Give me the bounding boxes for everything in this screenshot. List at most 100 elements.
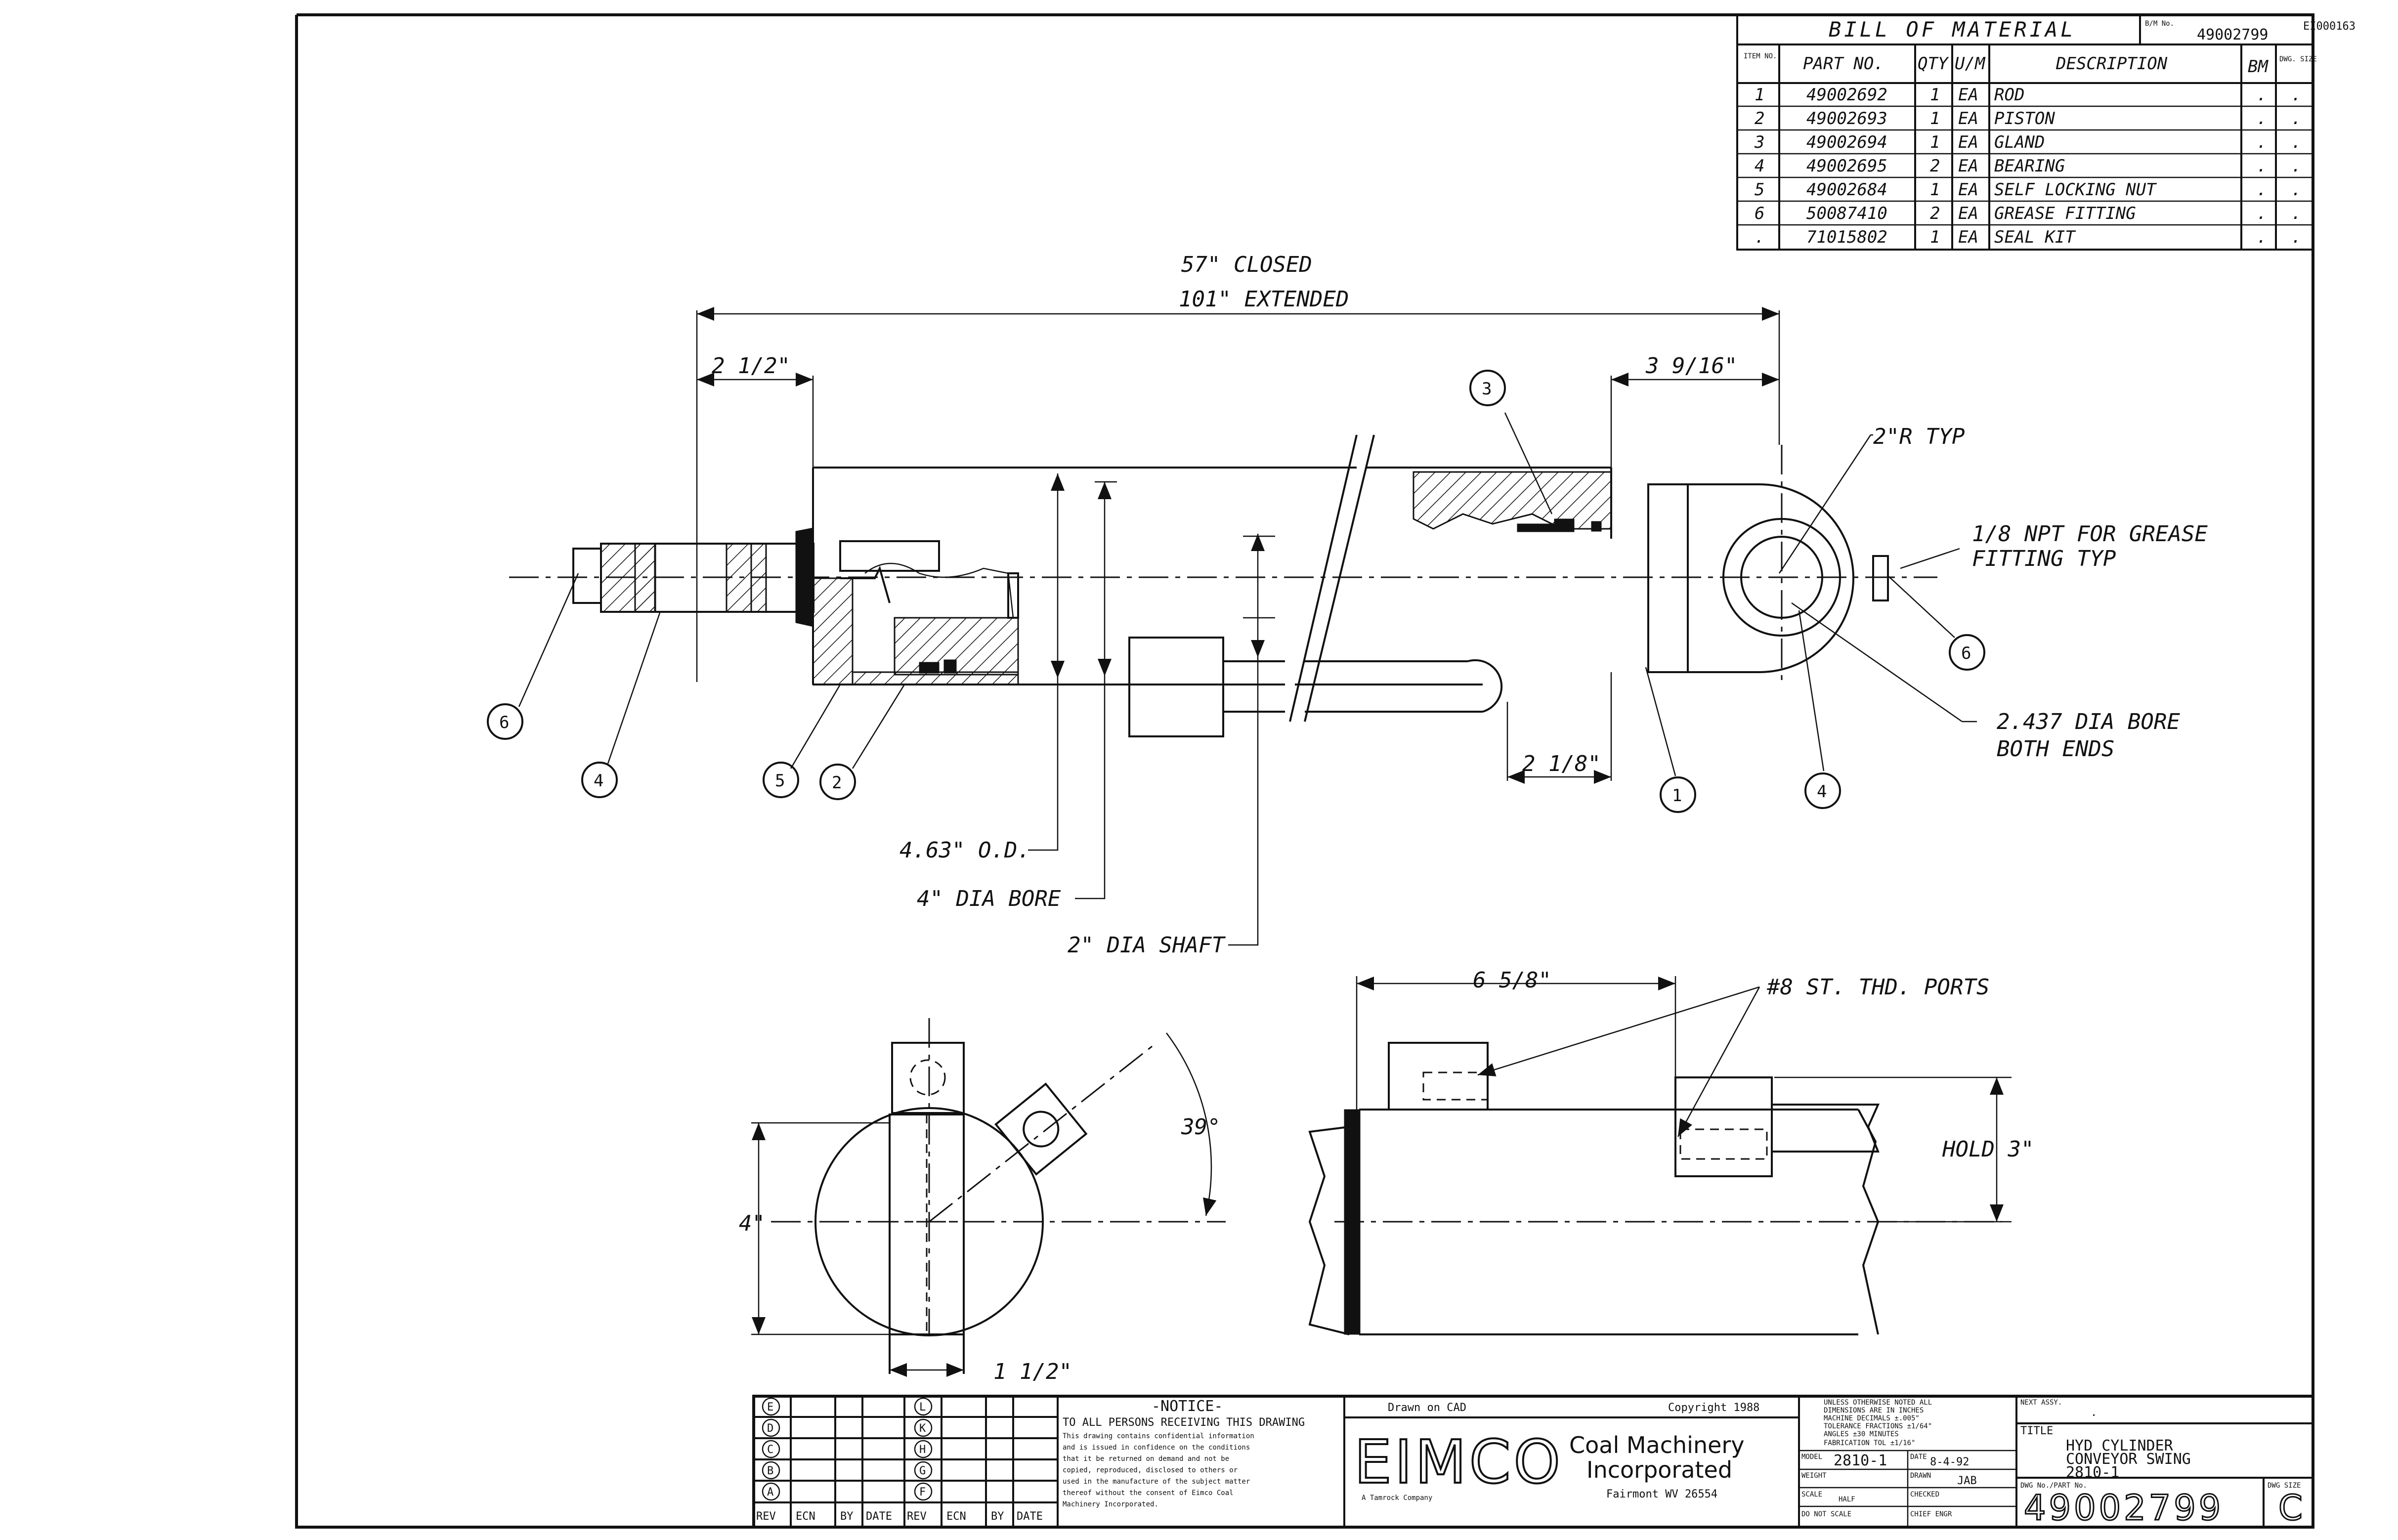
bubble-6-left: 6 (499, 713, 509, 732)
bom-cell: . (2291, 156, 2301, 176)
rev-letter: B (767, 1465, 773, 1477)
bom-cell: . (1755, 227, 1764, 247)
tolerance-line: DIMENSIONS ARE IN INCHES (1824, 1407, 1924, 1414)
copyright: Copyright 1988 (1668, 1402, 1759, 1414)
bom-cell: 1 (1930, 180, 1940, 200)
rev-letter: D (767, 1422, 773, 1435)
notice-line: TO ALL PERSONS RECEIVING THIS DRAWING (1063, 1416, 1305, 1429)
tolerance-line: ANGLES ±30 MINUTES (1824, 1430, 1899, 1438)
bom-row: 1 49002692 1 EA ROD . . (1755, 85, 2301, 105)
scale-label: SCALE (1801, 1491, 1822, 1498)
bom-cell: . (2257, 204, 2267, 223)
tolerance-line: MACHINE DECIMALS ±.005" (1824, 1414, 1920, 1422)
rev-letter: K (919, 1422, 926, 1435)
bom-row: 5 49002684 1 EA SELF LOCKING NUT . . (1755, 180, 2301, 200)
drawn-label: DRAWN (1910, 1472, 1931, 1480)
dim-radius: 2"R TYP (1873, 424, 1965, 449)
dim-four: 4" (739, 1211, 765, 1236)
rev-letter: F (919, 1486, 926, 1498)
bom-cell: 50087410 (1806, 204, 1887, 223)
bom-cell: 49002695 (1806, 156, 1887, 176)
bom-header-item: ITEM NO. (1744, 52, 1777, 60)
bom-cell: . (2291, 132, 2301, 152)
dim-right-3-9-16: 3 9/16" (1645, 353, 1737, 379)
bom-cell: 3 (1754, 132, 1764, 152)
cylinder-section-view: 3 6 4 5 2 1 4 6 57" CLOSED 101" EXTENDED… (487, 252, 2208, 958)
bom-cell: 6 (1755, 204, 1764, 223)
drawn-value: JAB (1957, 1475, 1977, 1487)
port-side-view: 6 5/8" #8 ST. THD. PORTS HOLD 3" (1308, 968, 2034, 1335)
no-scale-label: DO NOT SCALE (1801, 1510, 1851, 1518)
next-assy-label: NEXT ASSY. (2020, 1399, 2062, 1407)
bom-cell: EA (1958, 227, 1978, 247)
date-value: 8-4-92 (1930, 1456, 1969, 1468)
dim-2-1-8: 2 1/8" (1522, 751, 1601, 776)
bom-header-dwg: DWG. SIZE (2279, 55, 2317, 63)
bom-cell: . (2257, 109, 2267, 128)
bom-cell: . (2257, 180, 2267, 200)
model-value: 2810-1 (1834, 1452, 1887, 1469)
bom-header-um: U/M (1955, 54, 1986, 74)
bom-cell: 49002694 (1806, 132, 1887, 152)
notice-line: thereof without the consent of Eimco Coa… (1063, 1489, 1234, 1497)
rev-header: ECN (796, 1510, 815, 1523)
dim-1-1-2: 1 1/2" (993, 1359, 1072, 1384)
rev-letter: C (767, 1444, 773, 1456)
dim-6-5-8: 6 5/8" (1473, 968, 1551, 993)
bom-cell: 49002693 (1806, 109, 1887, 128)
note-npt-2: FITTING TYP (1972, 546, 2116, 571)
bom-cell: 2 (1755, 109, 1764, 128)
logo-subtitle: A Tamrock Company (1362, 1494, 1432, 1502)
title-block: E D C B A L K H G F REV ECN BY DATE REV … (752, 1395, 2314, 1529)
bom-cell: 1 (1930, 227, 1940, 247)
dim-closed: 57" CLOSED (1181, 252, 1312, 277)
rev-header: DATE (866, 1510, 892, 1523)
bubble-5: 5 (775, 771, 785, 791)
bom-cell: 49002684 (1806, 180, 1887, 200)
dwg-no: 49002799 (2024, 1488, 2224, 1528)
tolerance-line: FABRICATION TOL ±1/16" (1824, 1439, 1915, 1447)
rev-header: DATE (1017, 1510, 1043, 1523)
dwg-no-label: DWG No./PART No. (2020, 1482, 2087, 1490)
rev-letter: H (919, 1444, 926, 1456)
dim-bore: 4" DIA BORE (917, 886, 1061, 911)
overall-length-dimension (696, 307, 1780, 784)
bom-cell: . (2257, 156, 2267, 176)
notice-line: that it be returned on demand and not be (1063, 1455, 1229, 1463)
rev-letter: G (919, 1465, 926, 1477)
bom-cell: ROD (1994, 85, 2024, 105)
bubble-3: 3 (1482, 379, 1492, 399)
rev-header: ECN (946, 1510, 966, 1523)
piston-section (812, 540, 1019, 685)
bom-cell: . (2291, 204, 2301, 223)
eimco-logo: EIMCO (1354, 1428, 1563, 1497)
bom-cell: GREASE FITTING (1994, 204, 2136, 223)
note-npt-1: 1/8 NPT FOR GREASE (1972, 521, 2208, 547)
model-label: MODEL (1801, 1453, 1822, 1461)
cylinder-barrel (812, 434, 1611, 722)
bom-cell: . (2291, 180, 2301, 200)
dim-angle: 39° (1181, 1114, 1220, 1140)
bom-cell: . (2291, 109, 2301, 128)
company-name-2: Incorporated (1586, 1456, 1732, 1483)
next-assy-value: . (2091, 1407, 2097, 1419)
bom-bm-no: 49002799 (2197, 26, 2269, 43)
bubble-1: 1 (1672, 786, 1682, 806)
chief-engr-label: CHIEF ENGR (1910, 1510, 1952, 1518)
bom-cell: 1 (1930, 109, 1940, 128)
bom-row: 2 49002693 1 EA PISTON . . (1755, 109, 2301, 128)
rev-letter: L (919, 1401, 926, 1413)
bom-rows: 1 49002692 1 EA ROD . . 2 49002693 1 EA … (1754, 85, 2301, 247)
bom-cell: EA (1958, 109, 1978, 128)
callout-bubbles: 3 6 4 5 2 1 4 6 (487, 370, 1985, 813)
notice-line: This drawing contains confidential infor… (1063, 1432, 1254, 1440)
bill-of-material: BILL OF MATERIAL B/M No. 49002799 ITEM N… (1736, 14, 2317, 251)
bom-header-desc: DESCRIPTION (2055, 54, 2168, 74)
bom-header-part: PART NO. (1803, 54, 1884, 74)
title-line-3: 2810-1 (2066, 1464, 2119, 1481)
notice-title: -NOTICE- (1152, 1398, 1223, 1415)
bom-cell: EA (1958, 156, 1978, 176)
rod-eye-left (572, 527, 814, 627)
dim-od: 4.63" O.D. (899, 838, 1030, 863)
end-view: 39° 4" 1 1/2" (739, 1018, 1226, 1384)
